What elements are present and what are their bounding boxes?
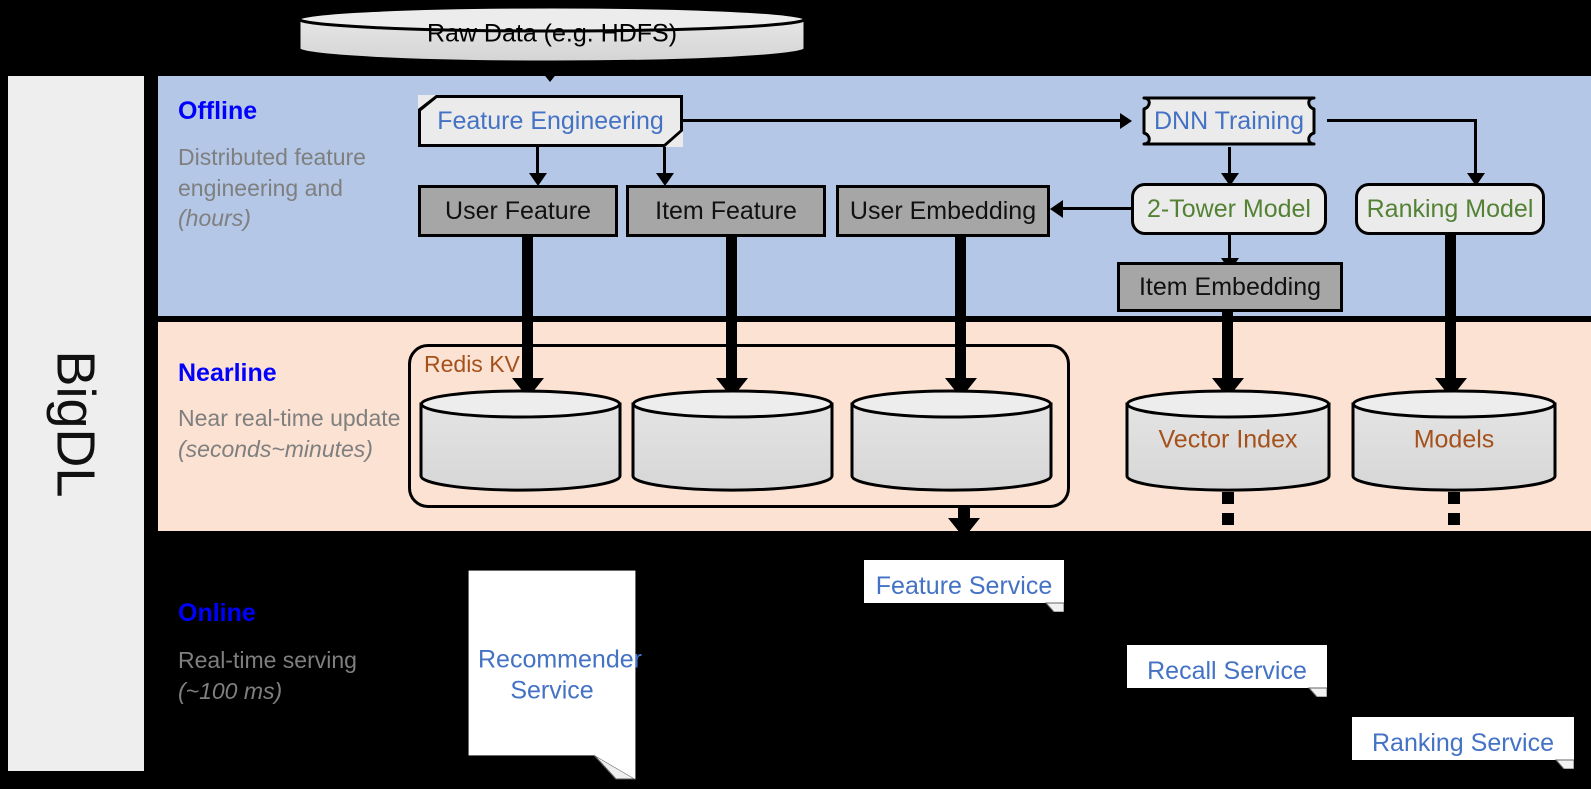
arrowhead-dnn-ranking <box>1467 173 1485 186</box>
recommender-service-card[interactable]: Recommender Service <box>468 570 642 780</box>
arrowhead-rawdata-fe <box>534 62 566 82</box>
connector-fe-itemfeature <box>663 147 666 175</box>
dnn-training-node[interactable]: DNN Training <box>1131 95 1327 147</box>
raw-data-cylinder: Raw Data (e.g. HDFS) <box>296 4 808 64</box>
dnn-training-label: DNN Training <box>1153 106 1305 135</box>
connector-dnn-2tower <box>1228 147 1231 175</box>
connector-dot-models-2 <box>1448 513 1460 525</box>
ranking-service-label: Ranking Service <box>1371 728 1555 757</box>
item-embedding-label: Item Embedding <box>1138 272 1322 301</box>
pipe-itemfeature-store <box>726 237 737 389</box>
redis-kv-label: Redis KV <box>424 351 520 377</box>
item-feature-label: Item Feature <box>655 196 797 225</box>
arrowhead-fe-dnn <box>1120 113 1132 129</box>
store-cylinder-user-embedding <box>849 388 1054 492</box>
bigdl-label: BigDL <box>8 76 144 771</box>
connector-2tower-userembedding <box>1062 207 1132 210</box>
item-embedding-node[interactable]: Item Embedding <box>1117 262 1343 312</box>
nearline-description-em: (seconds~minutes) <box>178 435 373 462</box>
arrowhead-fe-itemfeature <box>656 173 674 186</box>
store-cylinder-user-feature <box>418 388 623 492</box>
store-cylinder-item-feature <box>630 388 835 492</box>
offline-description: Distributed feature engineering and (hou… <box>178 142 408 234</box>
offline-description-text: Distributed feature engineering and <box>178 144 366 201</box>
two-tower-model-node[interactable]: 2-Tower Model <box>1131 183 1327 235</box>
connector-dot-vectorindex-1 <box>1222 492 1234 504</box>
nearline-title: Nearline <box>178 359 277 387</box>
user-feature-node[interactable]: User Feature <box>418 185 618 237</box>
recall-service-card[interactable]: Recall Service <box>1127 645 1327 697</box>
models-cylinder[interactable]: Models <box>1350 388 1558 492</box>
user-embedding-node[interactable]: User Embedding <box>836 185 1050 237</box>
bigdl-rail <box>8 76 144 771</box>
arrowhead-fe-userfeature <box>529 173 547 186</box>
fe-fill <box>421 98 680 144</box>
connector-dnn-ranking-v <box>1474 119 1477 175</box>
offline-title: Offline <box>178 97 258 125</box>
recall-service-label: Recall Service <box>1147 656 1307 685</box>
raw-data-label: Raw Data (e.g. HDFS) <box>426 19 678 48</box>
user-embedding-label: User Embedding <box>849 196 1037 225</box>
connector-2tower-itemembedding <box>1228 235 1231 261</box>
online-description-em: (~100 ms) <box>178 677 283 704</box>
online-title: Online <box>178 599 256 627</box>
ranking-model-node[interactable]: Ranking Model <box>1355 183 1545 235</box>
connector-dnn-ranking-h <box>1327 119 1477 122</box>
feature-engineering-label: Feature Engineering <box>437 106 664 135</box>
offline-description-em: (hours) <box>178 205 251 232</box>
connector-fe-dnn <box>683 119 1123 122</box>
arrowhead-dnn-2tower <box>1221 173 1239 186</box>
vector-index-cylinder[interactable]: Vector Index <box>1124 388 1332 492</box>
pipe-rankingmodel-models <box>1445 235 1456 389</box>
ranking-model-label: Ranking Model <box>1366 194 1534 223</box>
connector-dot-vectorindex-2 <box>1222 513 1234 525</box>
bigdl-text: BigDL <box>46 349 107 498</box>
pipe-userembedding-store <box>955 237 966 389</box>
ranking-service-card[interactable]: Ranking Service <box>1352 717 1574 769</box>
online-description: Real-time serving (~100 ms) <box>178 645 378 706</box>
redis-kv-container <box>408 344 1070 508</box>
online-description-text: Real-time serving <box>178 647 357 673</box>
feature-service-card[interactable]: Feature Service <box>864 560 1064 612</box>
pipe-userfeature-store <box>522 237 533 389</box>
two-tower-model-label: 2-Tower Model <box>1147 194 1311 223</box>
user-feature-label: User Feature <box>445 196 591 225</box>
connector-dot-models-1 <box>1448 492 1460 504</box>
connector-dot-redis-featureservice <box>958 506 970 518</box>
nearline-description: Near real-time update (seconds~minutes) <box>178 403 413 464</box>
connector-fe-userfeature <box>536 147 539 175</box>
arrowhead-2tower-userembedding <box>1050 200 1063 218</box>
item-feature-node[interactable]: Item Feature <box>626 185 826 237</box>
nearline-description-text: Near real-time update <box>178 405 401 431</box>
recommender-service-label: Recommender Service <box>478 645 642 705</box>
vector-index-label: Vector Index <box>1158 425 1298 454</box>
models-label: Models <box>1413 425 1495 454</box>
arrowhead-redis-featureservice <box>948 518 980 538</box>
pipe-itemembedding-vectorindex <box>1222 312 1233 389</box>
feature-engineering-node[interactable]: Feature Engineering <box>418 95 683 147</box>
feature-service-label: Feature Service <box>875 571 1053 600</box>
